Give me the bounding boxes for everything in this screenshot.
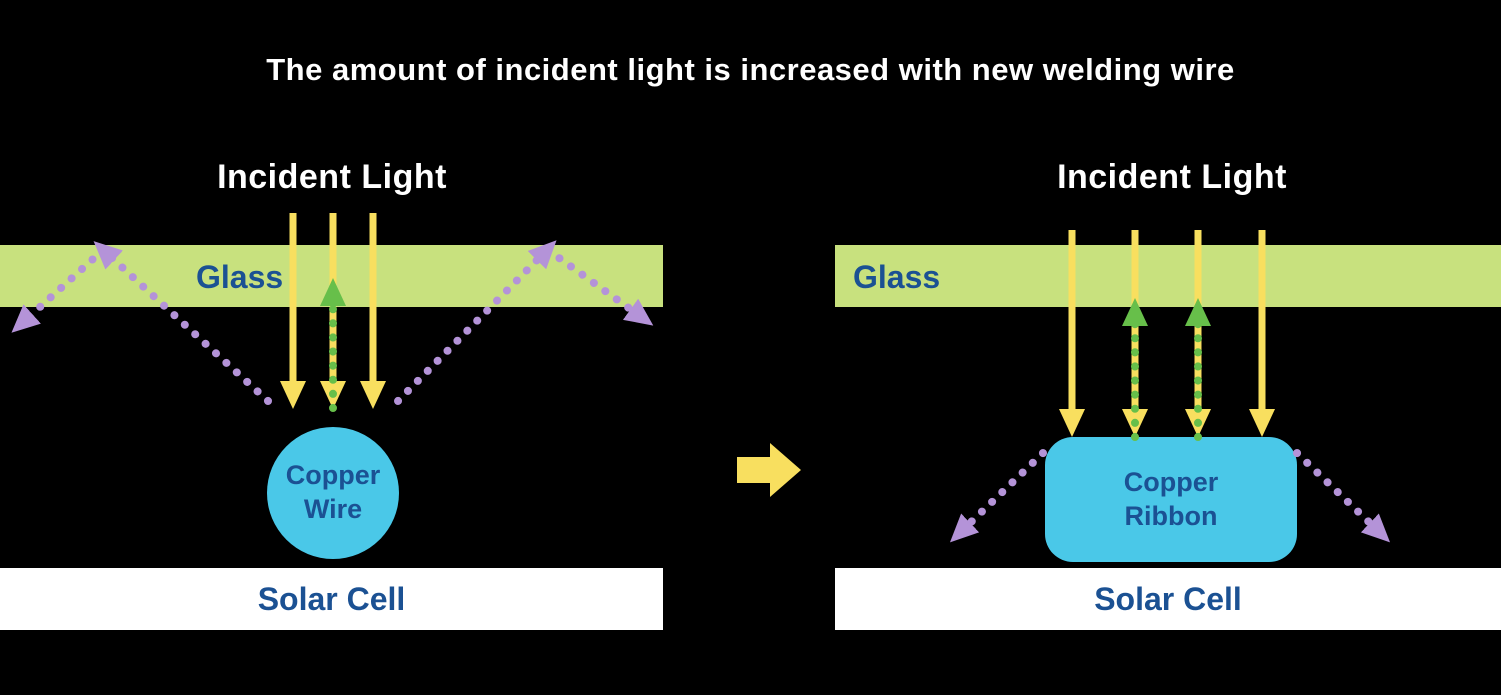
solar-cell-label-left: Solar Cell: [257, 580, 406, 617]
glass-bar-left: [0, 245, 663, 307]
copper-wire-label-line1: Copper: [285, 460, 381, 491]
incident-light-label-right: Incident Light: [1057, 158, 1287, 196]
reflected-light-arrows-right: [1122, 298, 1211, 441]
solar-cell-bar-right: Solar Cell: [835, 568, 1501, 630]
solar-cell-bar-left: Solar Cell: [0, 568, 663, 630]
copper-wire-circle: Copper Wire: [267, 427, 399, 559]
glass-label-right: Glass: [853, 259, 941, 295]
copper-wire-label-line2: Wire: [303, 494, 363, 524]
solar-cell-label-right: Solar Cell: [1094, 580, 1242, 617]
scattered-light-arrow: [1293, 449, 1391, 543]
copper-ribbon-label-line1: Copper: [1123, 466, 1219, 497]
diagram-title: The amount of incident light is increase…: [266, 52, 1235, 87]
glass-label-left: Glass: [196, 259, 284, 295]
transition-arrow-icon: [737, 443, 801, 497]
copper-ribbon-label-line2: Ribbon: [1124, 500, 1218, 531]
copper-ribbon-rect: Copper Ribbon: [1045, 437, 1297, 562]
glass-bar-right: [835, 245, 1501, 307]
scattered-light-arrow: [949, 449, 1047, 543]
incident-light-label-left: Incident Light: [217, 158, 447, 196]
